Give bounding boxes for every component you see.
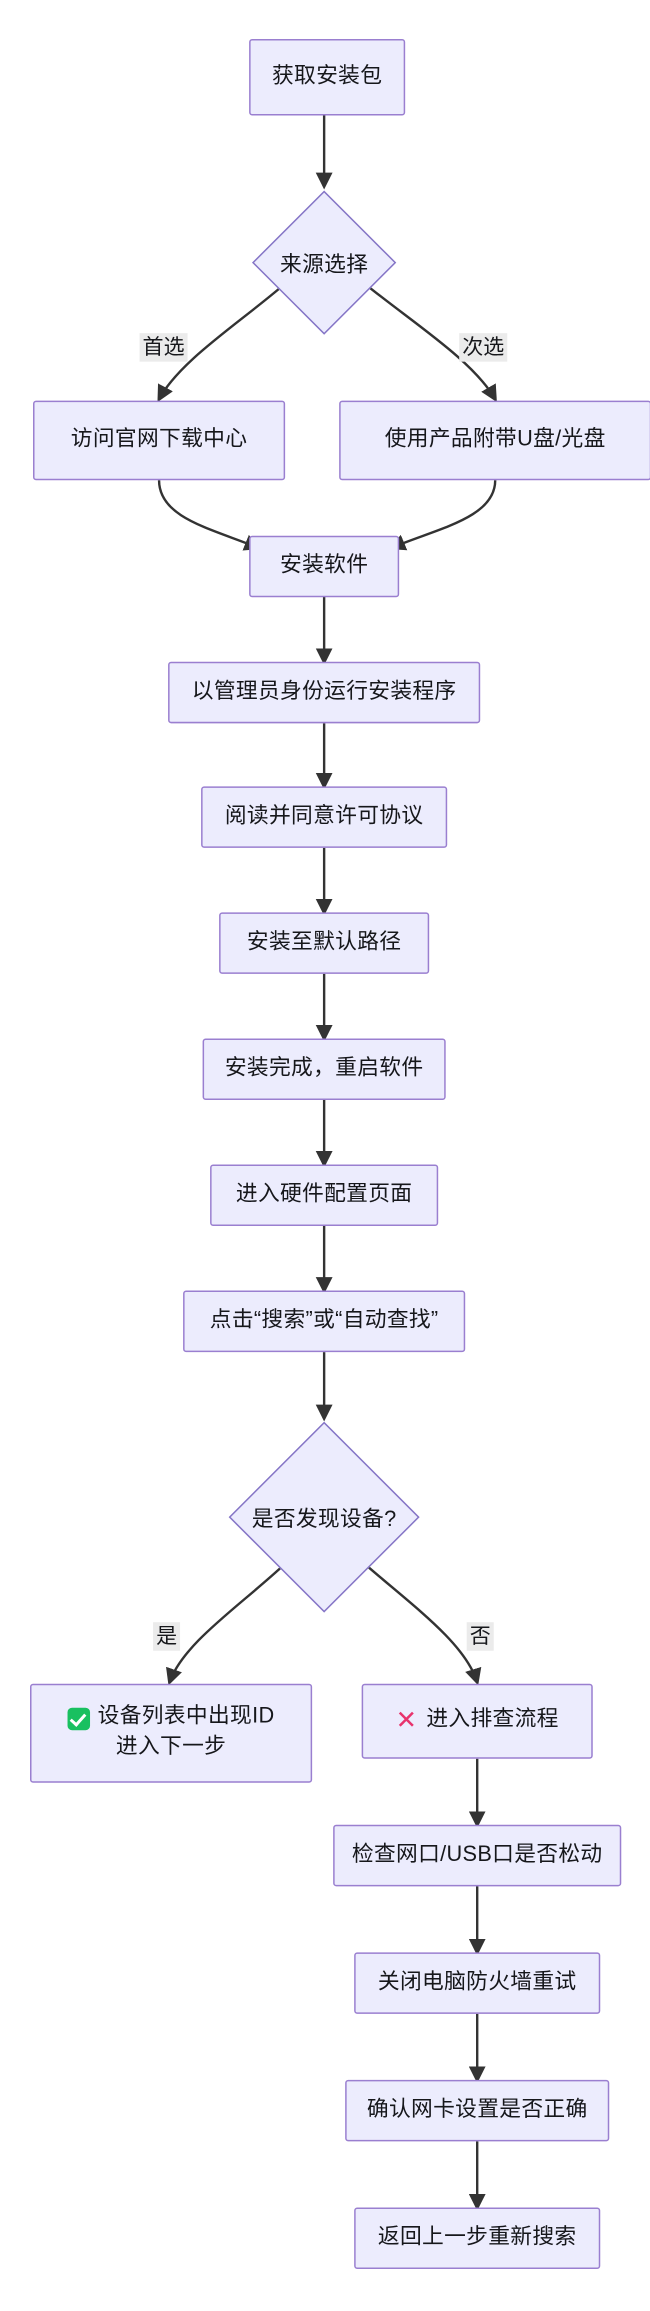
node-label: 使用产品附带U盘/光盘 bbox=[384, 427, 606, 452]
node-content: 设备列表中出现ID 进入下一步 bbox=[67, 1704, 275, 1763]
node-run-as-admin[interactable]: 以管理员身份运行安装程序 bbox=[168, 661, 481, 724]
node-verify-nic[interactable]: 确认网卡设置是否正确 bbox=[345, 2079, 610, 2142]
cross-mark-icon: ✕ bbox=[395, 1706, 418, 1736]
node-label: 以管理员身份运行安装程序 bbox=[191, 679, 457, 704]
node-device-listed[interactable]: 设备列表中出现ID 进入下一步 bbox=[30, 1683, 313, 1783]
node-restart-software[interactable]: 安装完成，重启软件 bbox=[202, 1038, 446, 1100]
node-label: 点击“搜索”或“自动查找” bbox=[209, 1308, 439, 1333]
edge-official-site-to-install bbox=[157, 480, 262, 551]
node-label: 安装软件 bbox=[280, 553, 369, 578]
node-label: 安装至默认路径 bbox=[246, 930, 402, 955]
node-label: 进入硬件配置页面 bbox=[235, 1182, 413, 1207]
node-label: 返回上一步重新搜索 bbox=[377, 2225, 577, 2250]
node-label: 访问官网下载中心 bbox=[70, 427, 248, 452]
node-disable-firewall[interactable]: 关闭电脑防火墙重试 bbox=[354, 1952, 601, 2014]
node-label: 检查网口/USB口是否松动 bbox=[351, 1842, 603, 1867]
node-official-site[interactable]: 访问官网下载中心 bbox=[33, 400, 286, 481]
node-source-choice[interactable]: 来源选择 bbox=[249, 188, 399, 338]
node-default-path[interactable]: 安装至默认路径 bbox=[219, 912, 430, 974]
edge-label-secondary-choice: 次选 bbox=[459, 333, 508, 362]
node-get-installer[interactable]: 获取安装包 bbox=[249, 39, 406, 116]
node-retry-search[interactable]: 返回上一步重新搜索 bbox=[354, 2207, 601, 2269]
node-click-search[interactable]: 点击“搜索”或“自动查找” bbox=[183, 1290, 466, 1353]
node-content: ✕ 进入排查流程 bbox=[396, 1705, 559, 1737]
edge-bundled-media-to-install bbox=[388, 480, 497, 551]
node-hardware-config[interactable]: 进入硬件配置页面 bbox=[210, 1164, 439, 1227]
node-label: 确认网卡设置是否正确 bbox=[366, 2097, 588, 2122]
node-label: 阅读并同意许可协议 bbox=[224, 804, 424, 829]
node-check-ports[interactable]: 检查网口/USB口是否松动 bbox=[333, 1824, 622, 1887]
node-label-line2: 进入下一步 bbox=[115, 1734, 227, 1759]
node-label: 安装完成，重启软件 bbox=[224, 1056, 424, 1081]
check-square-icon bbox=[67, 1707, 91, 1730]
node-label-line1: 设备列表中出现ID bbox=[97, 1705, 275, 1730]
node-device-found[interactable]: 是否发现设备? bbox=[227, 1420, 422, 1615]
node-label: 进入排查流程 bbox=[426, 1708, 559, 1733]
node-label: 关闭电脑防火墙重试 bbox=[377, 1970, 577, 1995]
edge-label-yes: 是 bbox=[153, 1622, 181, 1651]
node-accept-license[interactable]: 阅读并同意许可协议 bbox=[201, 786, 448, 848]
node-troubleshoot[interactable]: ✕ 进入排查流程 bbox=[361, 1683, 593, 1759]
edge-label-primary-choice: 首选 bbox=[139, 333, 188, 362]
edge-label-no: 否 bbox=[466, 1622, 494, 1651]
node-install-software[interactable]: 安装软件 bbox=[249, 535, 400, 598]
node-bundled-media[interactable]: 使用产品附带U盘/光盘 bbox=[339, 400, 650, 481]
node-label: 是否发现设备? bbox=[251, 1507, 397, 1532]
node-label: 来源选择 bbox=[280, 252, 369, 277]
node-label: 获取安装包 bbox=[271, 64, 383, 89]
